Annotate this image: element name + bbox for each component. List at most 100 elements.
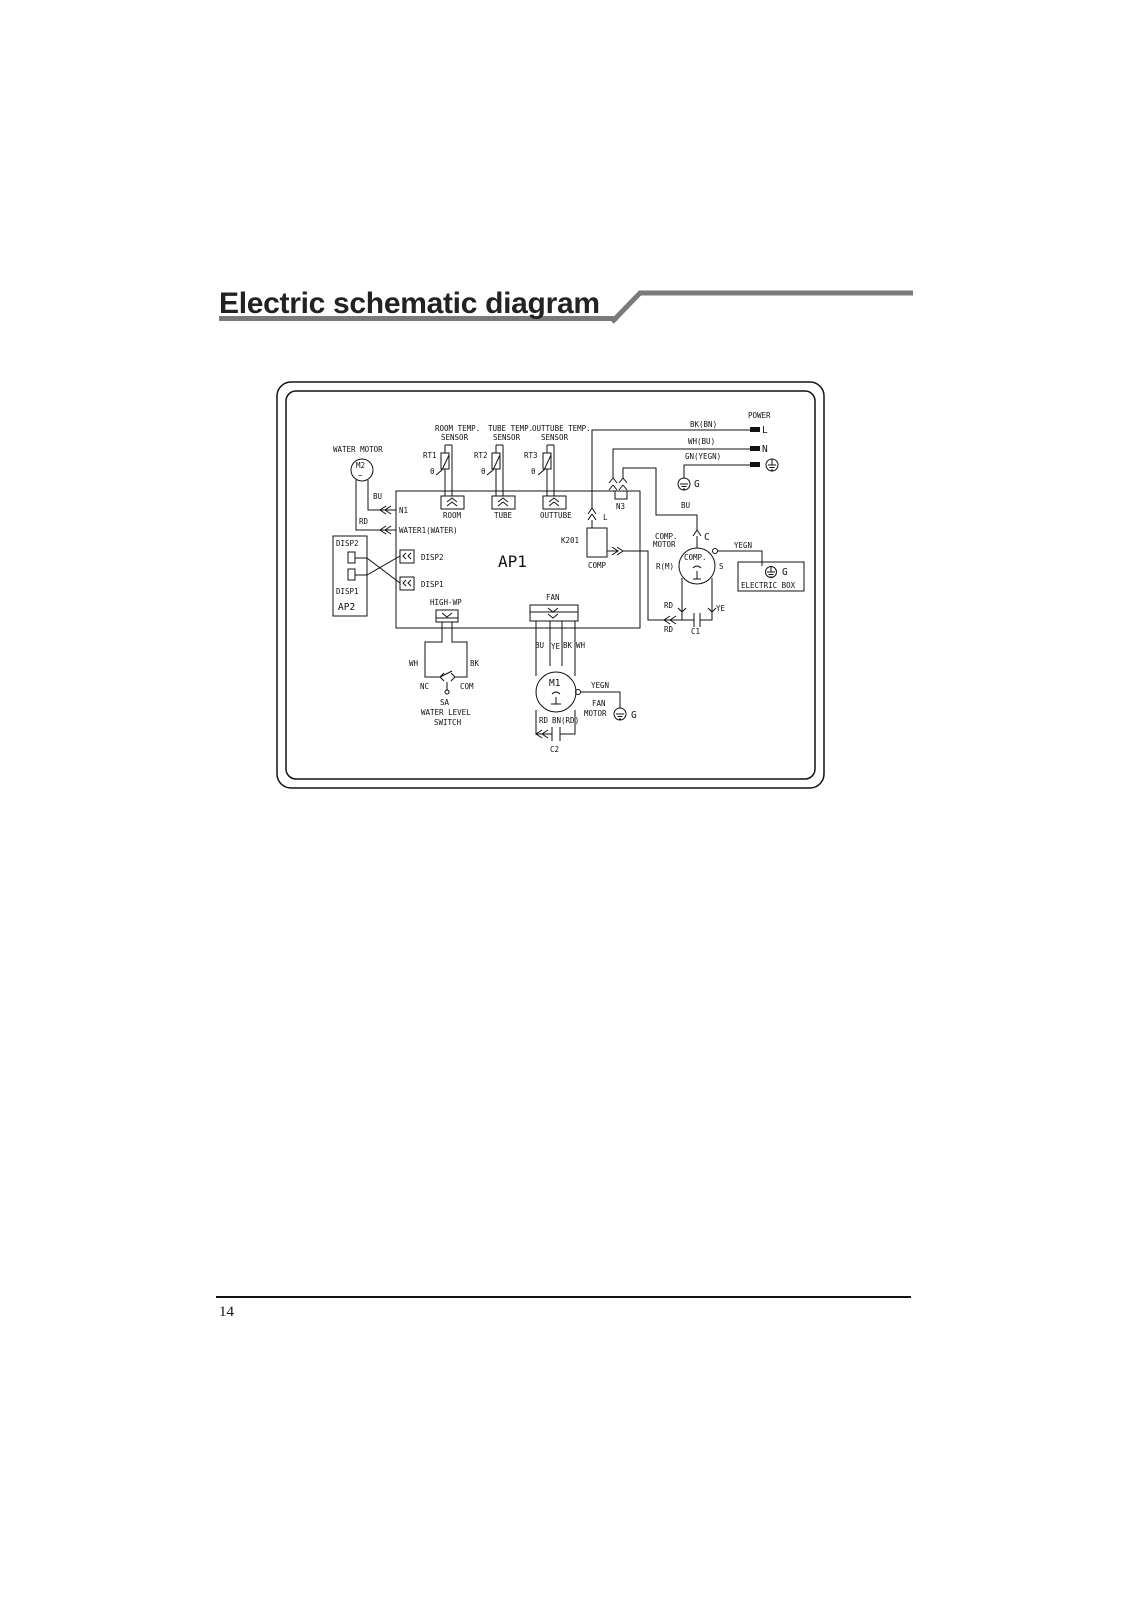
- terminal-l: [750, 427, 760, 432]
- power-n-label: N: [762, 444, 768, 455]
- ap2-disp2-plug: [347, 551, 356, 564]
- tube-sensor-title-2: SENSOR: [493, 433, 521, 442]
- fan-bk-label: BK: [563, 641, 573, 650]
- rt2-theta: θ: [481, 467, 486, 476]
- n3-box: [614, 490, 628, 500]
- ap2-disp2: DISP2: [336, 539, 359, 548]
- rt3-slash: [537, 454, 552, 476]
- electric-box: [737, 561, 805, 592]
- g-ground-label: G: [694, 479, 700, 490]
- fan-ground-icon: [613, 707, 627, 721]
- water-switch-pivot: [444, 689, 450, 695]
- rt1-wires: [444, 444, 453, 496]
- water-motor-rd: RD: [359, 517, 369, 526]
- fan-port: [529, 604, 579, 622]
- ap2-board: [332, 535, 368, 617]
- fan-wires: [535, 621, 576, 676]
- outtube-port-chevrons: [548, 497, 560, 507]
- comp-c-label: C: [704, 532, 710, 543]
- water-level-label: WATER LEVEL: [421, 708, 471, 717]
- outer-frame: [276, 381, 825, 789]
- title-underline: [219, 316, 620, 321]
- fan-yegn-wire: [580, 691, 621, 708]
- comp-motor-title-1: COMP.: [655, 532, 678, 541]
- tube-port-chevrons: [497, 497, 509, 507]
- ap1-disp2-label: DISP2: [421, 553, 444, 562]
- water1-arrow: [379, 525, 396, 535]
- m2-label: M2: [356, 461, 365, 470]
- wire-gn-yegn: GN(YEGN): [685, 452, 721, 461]
- wire-l: [591, 429, 750, 508]
- m2-tilde: ~: [358, 471, 363, 480]
- fan-motor-title-1: FAN: [592, 699, 606, 708]
- fan-wh-label: WH: [576, 641, 586, 650]
- power-title: POWER: [748, 411, 771, 420]
- title-slant: [610, 290, 913, 324]
- ap1-disp2-plug: [399, 549, 415, 564]
- n1-label: N1: [399, 506, 408, 515]
- outtube-sensor-title-2: SENSOR: [541, 433, 569, 442]
- fan-port-label: FAN: [546, 593, 560, 602]
- comp-ye-label: YE: [716, 604, 726, 613]
- rt1-slash: [435, 454, 450, 476]
- fan-ground-symbol: [616, 713, 624, 720]
- outtube-port: [542, 495, 567, 510]
- wire-bk-bn: BK(BN): [690, 420, 717, 429]
- board-l-label: L: [603, 513, 608, 522]
- rt1-thermistor: [440, 452, 450, 470]
- rt2-slash: [486, 454, 501, 476]
- comp-bu-label: BU: [681, 501, 690, 510]
- tube-sensor-title-1: TUBE TEMP.: [488, 424, 533, 433]
- display-cross-wires: [355, 555, 401, 584]
- g-ground-icon: [677, 477, 691, 491]
- c1-capacitor-wires: [663, 612, 713, 625]
- fan-rd-label: RD: [539, 716, 549, 725]
- fan-ye-label: YE: [551, 642, 561, 651]
- comp-motor-symbol: [692, 565, 702, 580]
- ap1-board: [395, 490, 641, 629]
- rt3-theta: θ: [531, 467, 536, 476]
- comp-rd-label-2: RD: [664, 625, 674, 634]
- ap1-disp1-label: DISP1: [421, 580, 444, 589]
- comp-rd-label-1: RD: [664, 601, 674, 610]
- room-sensor-title-2: SENSOR: [441, 433, 469, 442]
- rt3-wires: [546, 444, 555, 496]
- ap1-disp1-chevrons: [402, 579, 412, 587]
- c1-capacitor: [693, 613, 701, 627]
- ap2-disp1-plug: [347, 568, 356, 581]
- switch-sa-label: SA: [440, 698, 450, 707]
- high-wp-chevrons: [436, 612, 458, 619]
- wire-bu-comp: [622, 467, 698, 530]
- electric-box-label: ELECTRIC BOX: [741, 581, 796, 590]
- terminal-n: [750, 446, 760, 451]
- k201-relay: [586, 527, 608, 558]
- ap1-label: AP1: [498, 552, 527, 571]
- fan-motor-title-2: MOTOR: [584, 709, 607, 718]
- n3-connector: [608, 477, 628, 491]
- electric-box-g: G: [782, 567, 788, 578]
- water-motor-title: WATER MOTOR: [333, 445, 383, 454]
- footer-rule: [216, 1296, 911, 1298]
- rt1-label: RT1: [423, 451, 437, 460]
- rt2-label: RT2: [474, 451, 488, 460]
- comp-yegn-terminal: [712, 548, 718, 554]
- water-motor-bu: BU: [373, 492, 382, 501]
- switch-nc-label: NC: [420, 682, 429, 691]
- room-port: [440, 495, 465, 510]
- electric-box-ground-symbol: [767, 566, 775, 578]
- rt2-wires: [495, 444, 504, 496]
- switch-bk-label: BK: [470, 659, 480, 668]
- ap1-disp1-plug: [399, 576, 415, 591]
- n3-label: N3: [616, 502, 625, 511]
- power-ground-symbol: [768, 459, 776, 471]
- comp-output-arrow: [607, 546, 664, 621]
- rt1-theta: θ: [430, 467, 435, 476]
- switch-wh-label: WH: [409, 659, 419, 668]
- k201-label: K201: [561, 536, 579, 545]
- comp-yegn-wire: [717, 550, 763, 566]
- water1-label: WATER1(WATER): [399, 526, 458, 535]
- high-wp-label: HIGH-WP: [430, 598, 462, 607]
- fan-bu-label: BU: [535, 641, 544, 650]
- fan-port-chevrons: [530, 607, 578, 619]
